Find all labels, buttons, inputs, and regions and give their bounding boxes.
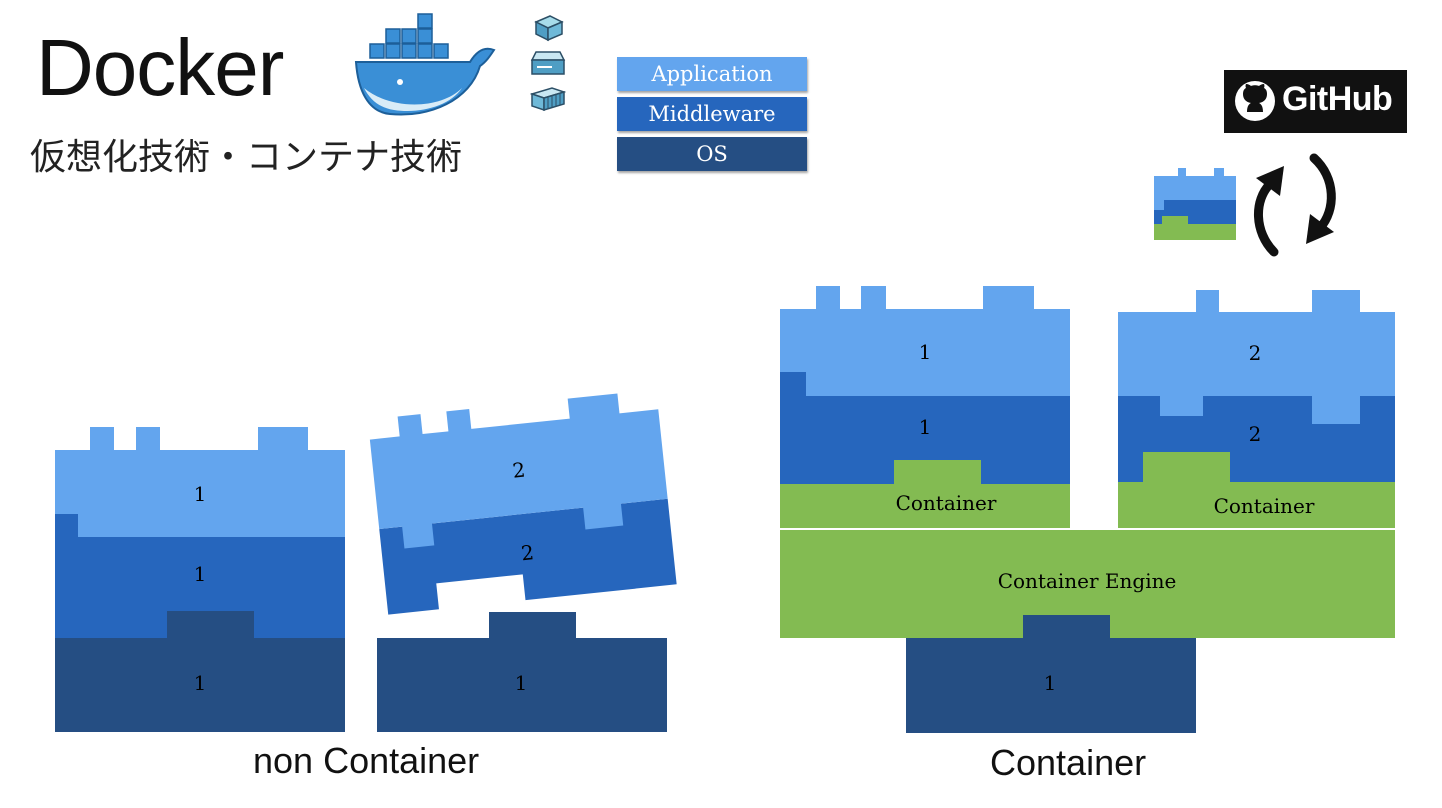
app-label: 2 (511, 458, 526, 483)
container-label: Container (896, 491, 997, 515)
container-label: Container (1214, 494, 1315, 518)
container-image-icon (1154, 168, 1236, 240)
github-label: GitHub (1282, 80, 1393, 118)
server-icon (530, 51, 566, 75)
os-label: 1 (515, 671, 528, 695)
app-label: 2 (1249, 341, 1262, 365)
container-layer (1118, 482, 1395, 528)
container-os-layer (906, 638, 1196, 733)
middleware-label: 1 (919, 415, 932, 439)
container-os-label: 1 (1044, 671, 1057, 695)
container-connector (894, 460, 981, 485)
non-container-stack-2: 1 (377, 612, 667, 732)
container-2: 2 2 Container (1118, 290, 1395, 528)
docker-whale-icon (354, 13, 496, 116)
os-connector (167, 611, 254, 639)
github-octocat-icon (1235, 81, 1275, 121)
legend-middleware: Middleware (617, 97, 807, 131)
middleware-label: 1 (194, 562, 207, 586)
shipping-container-icon (530, 87, 566, 112)
middleware-label: 2 (520, 540, 535, 565)
non-container-caption: non Container (253, 740, 480, 781)
application-layer (55, 427, 345, 537)
application-layer (369, 393, 668, 549)
os-connector (489, 612, 576, 639)
middleware-label: 2 (1249, 422, 1262, 446)
container-engine-layer (780, 530, 1395, 638)
application-layer (1118, 290, 1395, 424)
container-connector (1143, 452, 1230, 483)
github-badge: GitHub (1224, 70, 1407, 133)
middleware-layer (1118, 396, 1395, 482)
container-os-connector (1023, 615, 1110, 639)
box-icon (534, 15, 564, 42)
non-container-stack-1: 1 1 1 (55, 427, 345, 732)
page-subtitle: 仮想化技術・コンテナ技術 (30, 137, 463, 178)
container-1: 1 1 Container (780, 286, 1070, 528)
middleware-layer (780, 372, 1070, 484)
legend-os: OS (617, 137, 807, 171)
legend-application: Application (617, 57, 807, 91)
app-label: 1 (194, 482, 207, 506)
sync-arrows-icon (1254, 153, 1336, 257)
container-caption: Container (990, 742, 1147, 783)
os-layer (55, 638, 345, 732)
application-layer (780, 286, 1070, 396)
tilted-app-block: 2 2 (369, 393, 677, 615)
container-engine-label: Container Engine (998, 569, 1177, 593)
app-label: 1 (919, 340, 932, 364)
os-layer (377, 638, 667, 732)
page-title: Docker (36, 23, 284, 112)
os-label: 1 (194, 671, 207, 695)
container-layer (780, 484, 1070, 528)
middleware-layer (55, 514, 345, 638)
